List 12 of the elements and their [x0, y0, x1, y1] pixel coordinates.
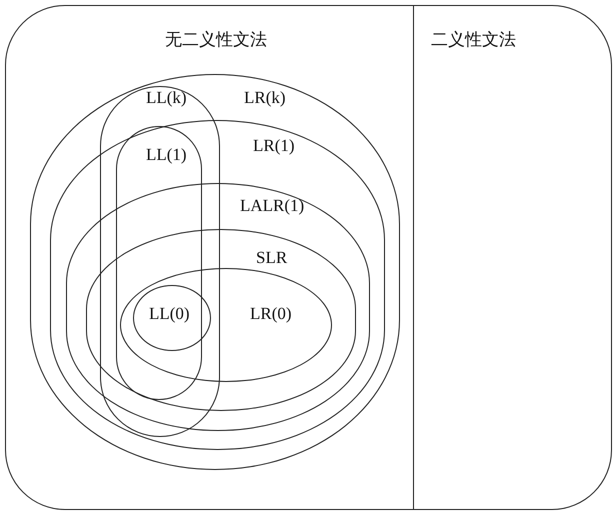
set-label: LR(1) — [253, 136, 295, 156]
set-label: LL(0) — [149, 304, 190, 324]
set-label: SLR — [256, 248, 288, 268]
set-label: LR(0) — [250, 304, 292, 324]
region-title: 无二义性文法 — [165, 30, 267, 50]
region-panel — [5, 5, 414, 510]
set-label: LR(k) — [244, 88, 286, 108]
set-label: LL(1) — [146, 145, 187, 165]
set-label: LL(k) — [146, 88, 187, 108]
region-panel — [413, 5, 612, 510]
region-title: 二义性文法 — [431, 30, 516, 50]
set-label: LALR(1) — [240, 196, 304, 216]
